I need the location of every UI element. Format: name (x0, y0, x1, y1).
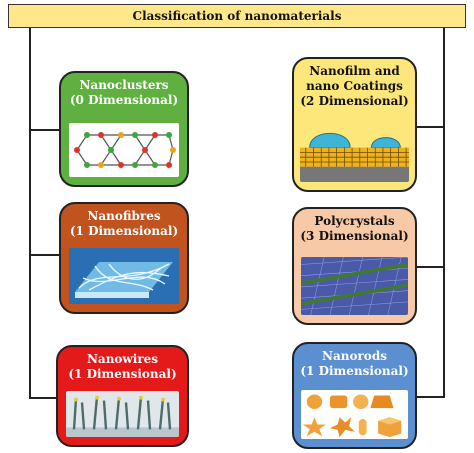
connector-nanofilm (417, 126, 445, 128)
card-nanorods: Nanorods (1 Dimensional) (292, 342, 417, 449)
card-nanofilm-label: Nanofilm and nano Coatings (2 Dimensiona… (294, 59, 415, 109)
diagram-title: Classification of nanomaterials (8, 4, 466, 28)
card-nanofibres: Nanofibres (1 Dimensional) (59, 202, 189, 314)
nanoclusters-dimension: (0 Dimensional) (69, 93, 179, 107)
nanowires-title: Nanowires (86, 352, 159, 366)
card-polycrystals: Polycrystals (3 Dimensional) (292, 207, 417, 325)
diagram-title-text: Classification of nanomaterials (132, 9, 342, 23)
nanofibres-dimension: (1 Dimensional) (69, 224, 179, 238)
card-nanoclusters-label: Nanoclusters (0 Dimensional) (61, 73, 187, 108)
connector-nanoclusters (29, 129, 59, 131)
nanoclusters-image (69, 123, 179, 177)
nanofilm-title-line1: Nanofilm and (309, 64, 400, 78)
nanorods-image (301, 390, 408, 439)
card-polycrystals-label: Polycrystals (3 Dimensional) (294, 209, 415, 244)
connector-polycrystals (417, 266, 445, 268)
nanofilm-image (300, 119, 409, 182)
connector-nanorods (417, 396, 445, 398)
nanofibres-image (69, 248, 179, 304)
nanorods-dimension: (1 Dimensional) (300, 364, 409, 378)
card-nanowires-label: Nanowires (1 Dimensional) (58, 347, 187, 382)
card-nanofilm: Nanofilm and nano Coatings (2 Dimensiona… (292, 57, 417, 192)
card-nanofibres-label: Nanofibres (1 Dimensional) (61, 204, 187, 239)
nanowires-dimension: (1 Dimensional) (68, 367, 177, 381)
card-nanoclusters: Nanoclusters (0 Dimensional) (59, 71, 189, 187)
polycrystals-title: Polycrystals (314, 214, 395, 228)
card-nanowires: Nanowires (1 Dimensional) (56, 345, 189, 447)
left-trunk-line (29, 28, 31, 398)
card-nanorods-label: Nanorods (1 Dimensional) (294, 344, 415, 379)
polycrystals-dimension: (3 Dimensional) (300, 229, 409, 243)
nanowires-image (66, 391, 179, 437)
right-trunk-line (443, 28, 445, 398)
nanoclusters-title: Nanoclusters (79, 78, 169, 92)
connector-nanowires (29, 397, 59, 399)
polycrystals-image (301, 257, 408, 315)
nanorods-title: Nanorods (322, 349, 387, 363)
nanofilm-title-line2: nano Coatings (306, 79, 403, 93)
connector-nanofibres (29, 254, 59, 256)
nanofibres-title: Nanofibres (87, 209, 161, 223)
nanofilm-dimension: (2 Dimensional) (300, 94, 409, 108)
